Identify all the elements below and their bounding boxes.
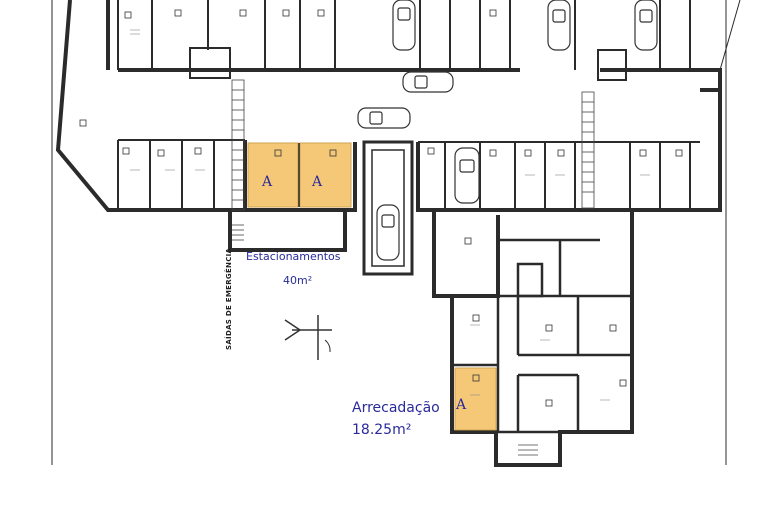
- parking-space-a: [247, 142, 299, 208]
- unit-marker-parking-1: A: [262, 174, 273, 190]
- emergency-exits-label: SAÍDAS DE EMERGÊNCIA: [225, 247, 233, 350]
- storage-area-label: 18.25m²: [352, 422, 412, 438]
- car-icon: [357, 0, 658, 261]
- stairs-icon: [232, 224, 538, 456]
- storage-unit: [454, 367, 497, 431]
- unit-marker-parking-2: A: [312, 174, 323, 190]
- storage-label: Arrecadação: [352, 400, 440, 416]
- parking-label: Estacionamentos: [246, 250, 341, 263]
- unit-marker-storage: A: [456, 397, 467, 413]
- north-arrow-icon: [284, 315, 332, 360]
- parking-area-label: 40m²: [283, 274, 313, 287]
- parking-space-b: [299, 142, 352, 208]
